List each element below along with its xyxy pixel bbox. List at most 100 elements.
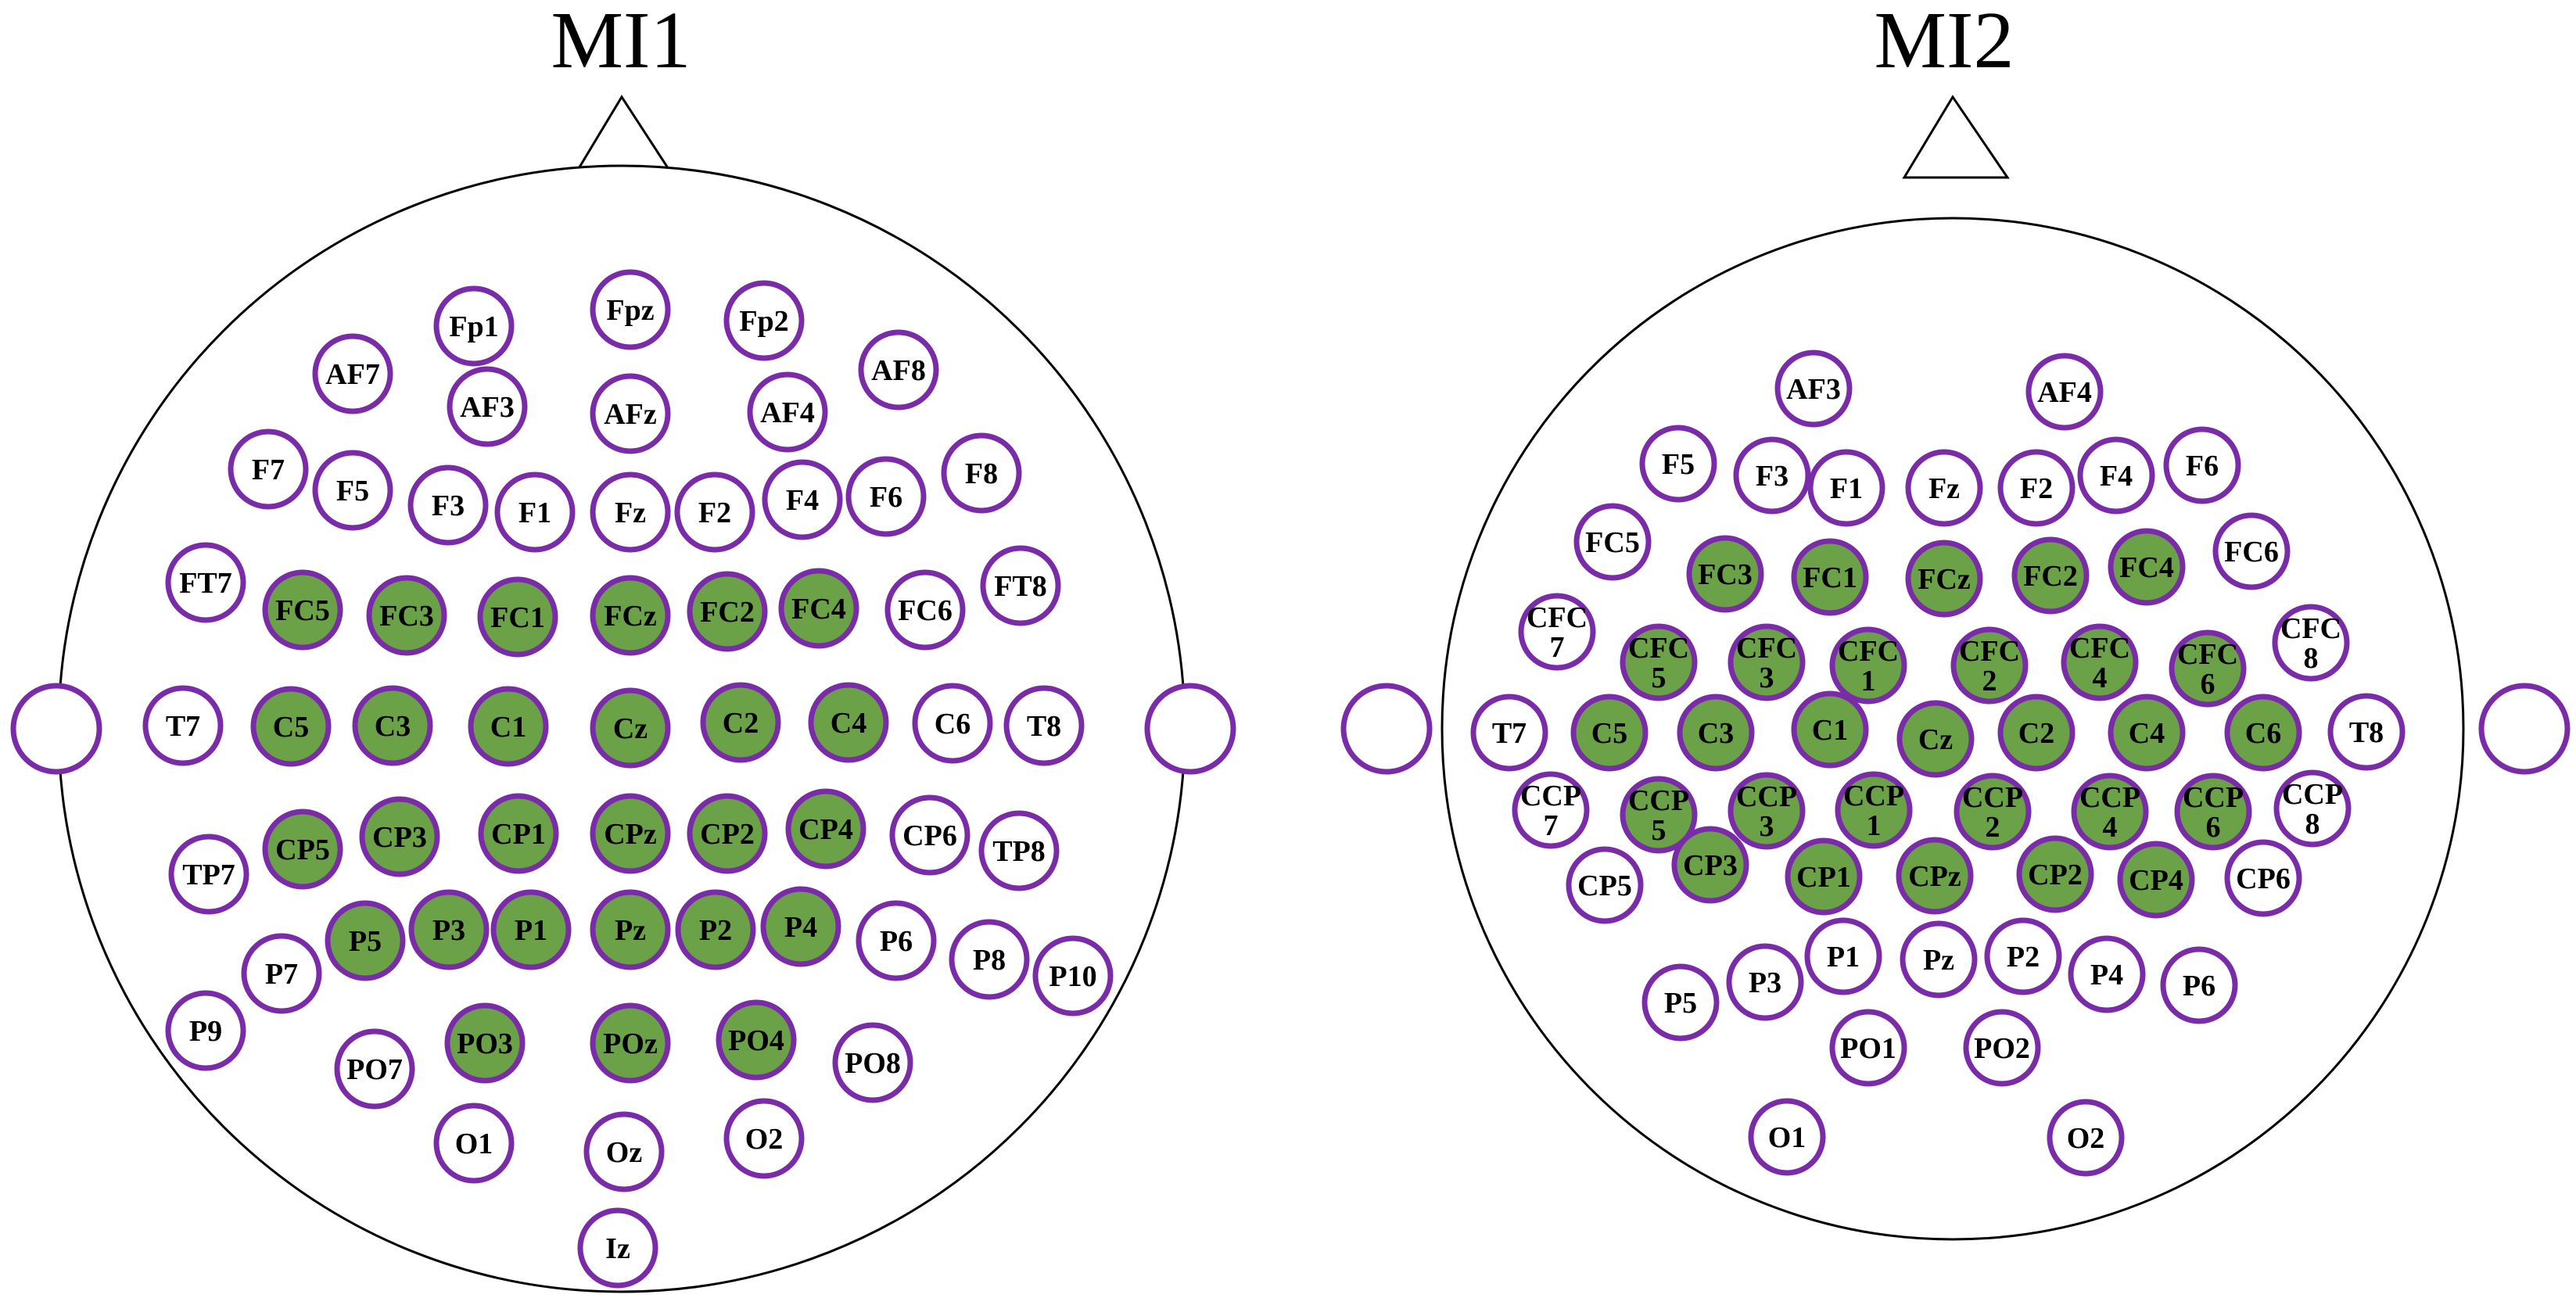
mi1-electrode-fpz: Fpz — [590, 269, 671, 350]
mi1-electrode-pz: Pz — [590, 889, 671, 970]
electrode-label: Pz — [615, 914, 646, 947]
electrode-label: PO2 — [1974, 1032, 2030, 1065]
electrode-label: FC2 — [2023, 560, 2078, 593]
electrode-marker — [1733, 436, 1811, 515]
mi1-electrode-f8: F8 — [941, 432, 1022, 514]
electrode-label: CP2 — [700, 818, 755, 851]
mi1-electrode-f4: F4 — [762, 459, 843, 540]
electrode-marker — [723, 1098, 805, 1179]
mi1-electrode-fc4: FC4 — [778, 568, 859, 649]
electrode-marker — [590, 793, 671, 874]
electrode-marker — [1997, 694, 2076, 772]
mi1-electrode-po7: PO7 — [334, 1028, 415, 1110]
electrode-label: P9 — [189, 1015, 222, 1048]
mi1-electrode-o1: O1 — [433, 1103, 515, 1184]
electrode-marker — [1997, 449, 2076, 527]
electrode-label: F7 — [252, 454, 285, 486]
mi2-electrode-f4: F4 — [2077, 436, 2155, 515]
mi1-right-ear — [1144, 683, 1236, 775]
mi2-electrode-fc6: FC6 — [2212, 512, 2291, 590]
mi2-electrode-f6: F6 — [2163, 426, 2241, 504]
mi2-electrode-cp4: CP4 — [2117, 841, 2195, 919]
mi1-electrode-c6: C6 — [912, 683, 993, 764]
mi2-electrode-cp6: CP6 — [2224, 839, 2302, 917]
mi2-electrode-o1: O1 — [1748, 1098, 1826, 1176]
electrode-label: P5 — [349, 925, 382, 958]
mi2-electrode-p5: P5 — [1641, 963, 1720, 1042]
mi1-electrode-ft7: FT7 — [165, 542, 246, 623]
electrode-label: T8 — [1027, 710, 1061, 743]
electrode-label: F2 — [2020, 472, 2053, 505]
electrode-label: Iz — [605, 1232, 630, 1265]
electrode-label: F1 — [1830, 472, 1863, 505]
electrode-marker — [2077, 436, 2155, 515]
electrode-label: F6 — [2186, 450, 2219, 482]
mi2-right-ear — [2478, 683, 2571, 775]
electrode-label: F3 — [1756, 460, 1788, 493]
mi2-electrode-fcz: FCz — [1905, 540, 1983, 618]
mi1-electrode-af7: AF7 — [312, 333, 393, 414]
electrode-marker — [325, 900, 406, 981]
electrode-marker — [1791, 690, 1869, 769]
electrode-label: C5 — [1591, 717, 1627, 750]
electrode-marker — [2327, 693, 2406, 771]
electrode-label: C1 — [490, 711, 526, 744]
electrode-label: C3 — [1698, 717, 1734, 750]
electrode-marker — [2016, 835, 2094, 913]
mi1-electrode-cp1: CP1 — [478, 793, 559, 874]
mi1-electrode-f1: F1 — [494, 472, 576, 553]
electrode-label: F1 — [518, 497, 551, 529]
electrode-marker — [1727, 772, 1806, 850]
electrode-marker — [980, 545, 1061, 626]
electrode-label: AFz — [604, 398, 657, 431]
electrode-marker — [590, 373, 671, 454]
electrode-marker — [1896, 837, 1974, 915]
mi1-electrode-p7: P7 — [241, 933, 322, 1014]
electrode-label: C1 — [1812, 714, 1848, 747]
electrode-label: Fz — [1928, 472, 1960, 505]
electrode-marker — [590, 1002, 671, 1084]
electrode-marker — [2224, 839, 2302, 917]
electrode-label: P3 — [1749, 966, 1781, 999]
mi1-electrode-fc6: FC6 — [884, 569, 966, 651]
mi2-electrode-f2: F2 — [1997, 449, 2076, 527]
electrode-marker — [577, 1207, 658, 1289]
electrode-marker — [674, 472, 755, 553]
electrode-label: O1 — [455, 1128, 493, 1160]
mi2-electrode-po1: PO1 — [1829, 1009, 1907, 1087]
electrode-label: C3 — [375, 710, 411, 743]
mi2-electrode-cp5: CP5 — [1566, 846, 1644, 924]
electrode-label: CP5 — [1577, 870, 1632, 902]
electrode-marker — [1829, 626, 1907, 705]
electrode-marker — [1896, 700, 1975, 778]
electrode-marker — [2061, 623, 2139, 701]
electrode-label: AF4 — [2037, 376, 2092, 409]
electrode-label: P5 — [1664, 987, 1697, 1020]
mi1-electrode-cp5: CP5 — [262, 809, 343, 890]
mi2-electrode-c3: C3 — [1677, 694, 1755, 772]
electrode-marker — [675, 889, 756, 970]
mi1-electrode-f5: F5 — [312, 450, 393, 531]
electrode-label: CPz — [604, 818, 657, 851]
electrode-label: TP8 — [992, 835, 1046, 868]
electrode-marker — [858, 329, 939, 411]
mi2-electrode-fc3: FC3 — [1686, 535, 1764, 613]
electrode-label: Fp2 — [739, 305, 788, 338]
mi2-electrode-fz: Fz — [1905, 449, 1983, 527]
electrode-label: CP4 — [2129, 864, 2183, 897]
electrode-marker — [687, 571, 768, 652]
mi1-electrode-fp2: Fp2 — [723, 280, 805, 361]
